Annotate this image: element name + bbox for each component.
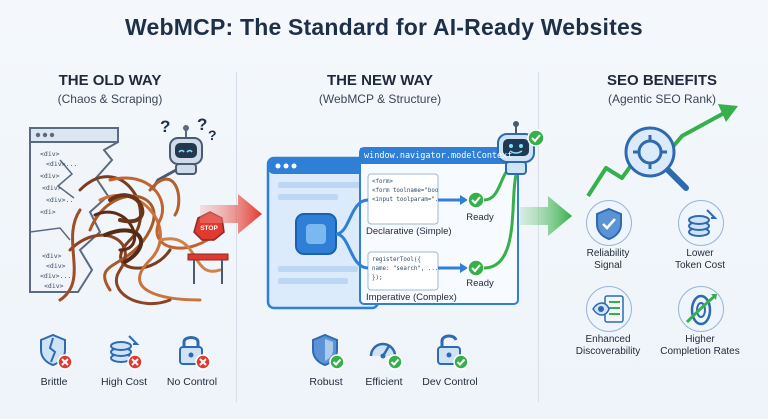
declarative-label: Declarative (Simple) xyxy=(366,226,452,237)
happy-robot-icon xyxy=(497,121,545,175)
ready-label: Ready xyxy=(466,212,494,223)
benefit-item: Dev Control xyxy=(420,332,480,392)
code-tag: <div>... xyxy=(46,160,78,168)
seo-benefit-label-2: Completion Rates xyxy=(660,346,740,357)
code-tag: <div> xyxy=(40,172,60,180)
seo-benefit-label-2: Discoverability xyxy=(575,346,641,357)
icon-circle xyxy=(586,286,632,332)
seo-benefit-label-2: Signal xyxy=(594,260,622,271)
seo-heading: SEO BENEFITS xyxy=(606,72,718,89)
code-tag: <div>... xyxy=(40,272,72,280)
new-way-heading: THE NEW WAY xyxy=(326,72,434,89)
svg-text:?: ? xyxy=(208,127,217,143)
stop-sign-text: STOP xyxy=(200,225,218,232)
old-way-subheading: (Chaos & Scraping) xyxy=(57,92,163,106)
old-way-heading: THE OLD WAY xyxy=(58,72,162,89)
ready-label: Ready xyxy=(466,278,494,289)
seo-benefit-label-1: Higher xyxy=(685,334,715,345)
benefit-label: Dev Control xyxy=(422,376,478,388)
confused-robot-icon xyxy=(150,125,203,191)
coins-icon xyxy=(685,206,719,240)
code-line: <form toolname="book"> xyxy=(372,188,438,194)
icon-circle xyxy=(678,286,724,332)
icon-circle xyxy=(678,200,724,246)
page-title: WebMCP: The Standard for AI-Ready Websit… xyxy=(125,14,643,40)
benefit-label: High Cost xyxy=(100,376,148,388)
seo-benefit-label-1: Reliability xyxy=(586,248,630,259)
code-line: registerTool({ xyxy=(372,257,421,263)
icon-circle xyxy=(586,200,632,246)
declarative-code: <form> <form toolname="book"> <input too… xyxy=(372,178,438,205)
code-tag: <div> xyxy=(40,150,60,158)
seo-benefit-label-2: Token Cost xyxy=(674,260,726,271)
benefit-label: No Control xyxy=(166,376,218,388)
benefit-item: Efficient xyxy=(354,332,414,392)
code-tag: <div> xyxy=(46,262,66,270)
shield-check-icon xyxy=(593,206,627,241)
imperative-code-box xyxy=(367,251,439,291)
broken-browser-icon xyxy=(29,127,119,293)
benefit-item: Brittle xyxy=(24,332,84,392)
browser-window-icon xyxy=(266,156,380,310)
svg-text:?: ? xyxy=(197,115,207,134)
eye-list-icon xyxy=(592,292,627,326)
code-line: name: "search", ... xyxy=(372,266,438,272)
new-way-subheading: (WebMCP & Structure) xyxy=(318,92,442,106)
code-tag: <div> xyxy=(44,282,64,290)
seo-benefit-label-1: Enhanced xyxy=(585,334,631,345)
code-line: }); xyxy=(372,275,383,281)
code-tag: <div> xyxy=(42,184,62,192)
tangled-wires-illustration xyxy=(58,175,222,306)
benefit-label: Brittle xyxy=(40,376,68,388)
red-arrow-icon xyxy=(200,194,262,234)
gear-magnifier-icon xyxy=(624,126,689,191)
gauge-icon xyxy=(367,332,403,370)
seo-subheading: (Agentic SEO Rank) xyxy=(607,92,717,106)
divider-left xyxy=(236,72,237,402)
benefit-item: No Control xyxy=(162,332,222,392)
green-arrow-icon xyxy=(520,196,572,236)
code-line: <input toolparam=".."> xyxy=(372,197,438,203)
seo-benefit-label-1: Lower xyxy=(686,248,714,259)
code-tag: <div>.. xyxy=(46,196,74,204)
imperative-code: registerTool({ name: "search", ... }); xyxy=(372,256,438,283)
code-tag: <di> xyxy=(40,208,56,216)
padlock-icon xyxy=(175,332,211,370)
benefit-label: Efficient xyxy=(365,376,403,388)
cracked-shield-icon xyxy=(37,332,73,370)
svg-text:?: ? xyxy=(160,117,170,136)
code-tag: <div> xyxy=(42,252,62,260)
target-arrow-icon xyxy=(685,292,719,326)
model-context-api-label: window.navigator.modelContext xyxy=(364,151,513,161)
code-line: <form> xyxy=(372,179,393,185)
divider-right xyxy=(538,72,539,402)
unlocked-padlock-icon xyxy=(433,332,469,370)
coins-icon xyxy=(107,332,143,370)
shield-icon xyxy=(309,332,345,370)
benefit-label: Robust xyxy=(309,376,343,388)
benefit-item: High Cost xyxy=(94,332,154,392)
imperative-label: Imperative (Complex) xyxy=(366,292,457,303)
benefit-item: Robust xyxy=(296,332,356,392)
